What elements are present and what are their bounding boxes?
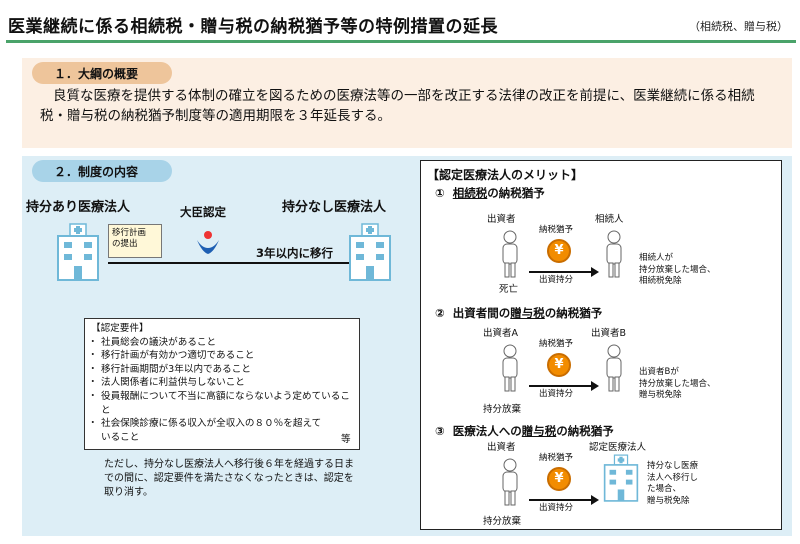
yen-coin-icon: ¥ <box>547 467 571 491</box>
section-outline-text: 良質な医療を提供する体制の確立を図るための医療法等の一部を改正する法律の改正を前… <box>40 88 755 124</box>
merit-3-coin-bottom: 出資持分 <box>539 503 574 513</box>
section-system: ２．制度の内容 持分あり医療法人 持分なし医療法人 大臣認定 移行計画 の提出 … <box>22 156 792 536</box>
merit-2-coin-top: 納税猶予 <box>539 339 574 349</box>
right-hospital-label: 持分なし医療法人 <box>282 200 387 215</box>
note-line: 贈与税免除 <box>639 390 682 400</box>
title-underline <box>6 40 796 43</box>
title-bar: 医業継続に係る相続税・贈与税の納税猶予等の特例措置の延長 （相続税、贈与税） <box>0 0 800 44</box>
note-line: 相続税免除 <box>639 276 682 286</box>
merit-2-right-person-label: 出資者B <box>591 328 627 339</box>
transition-period-text: 3年以内に移行 <box>256 246 334 260</box>
list-item: 役員報酬について不当に高額にならないよう定めていること <box>88 390 353 417</box>
merit-1-right-person-label: 相続人 <box>595 214 624 225</box>
merit-2-arrow-head <box>591 381 599 391</box>
merit-1-arrow <box>529 271 593 273</box>
note-line: 贈与税免除 <box>647 495 690 506</box>
note-line: 相続人が <box>639 253 674 263</box>
merit-2-left-person-label: 出資者A <box>483 328 518 339</box>
tax-type-tag: （相続税、贈与税） <box>689 20 788 33</box>
minister-label: 大臣認定 <box>180 205 226 219</box>
merit-item-underlined: 贈与税 <box>521 424 557 438</box>
merit-box: 【認定医療法人のメリット】 ① 相続税の納税猶予 出資者 相続人 納税猶予 ¥ … <box>420 160 782 530</box>
merit-title: 【認定医療法人のメリット】 <box>427 168 584 182</box>
requirements-title: 【認定要件】 <box>91 323 149 334</box>
merit-item-num: ③ <box>435 424 445 438</box>
note-line: た場合、 <box>647 484 682 494</box>
merit-1-left-person-label: 出資者 <box>487 214 516 225</box>
list-item: 法人関係者に利益供与しないこと <box>88 376 353 390</box>
section-outline: １．大綱の概要 良質な医療を提供する体制の確立を図るための医療法等の一部を改正す… <box>22 58 792 148</box>
merit-item-1-heading: ① 相続税の納税猶予 <box>435 185 545 201</box>
merit-item-underlined: 相続税 <box>452 186 488 200</box>
requirements-etc: 等 <box>341 434 351 445</box>
merit-2-note: 出資者Bが 持分放棄した場合、 贈与税免除 <box>639 367 716 402</box>
merit-3-right-person-label: 認定医療法人 <box>589 442 647 453</box>
transition-plan-document: 移行計画 の提出 <box>108 224 162 258</box>
page-title: 医業継続に係る相続税・贈与税の納税猶予等の特例措置の延長 <box>8 17 498 37</box>
note-line: 持分放棄した場合、 <box>639 264 716 275</box>
section-system-label: ２．制度の内容 <box>32 160 172 182</box>
note-line: 出資者Bが <box>639 367 679 377</box>
merit-1-coin-top: 納税猶予 <box>539 225 574 235</box>
merit-2-arrow <box>529 385 593 387</box>
merit-2-coin-bottom: 出資持分 <box>539 389 574 399</box>
requirements-list: 社員総会の議決があること 移行計画が有効かつ適切であること 移行計画期間が3年以… <box>88 336 353 445</box>
merit-item-rest: の納税猶予 <box>487 186 545 200</box>
left-hospital-label: 持分あり医療法人 <box>26 200 131 215</box>
list-item: 社員総会の議決があること <box>88 336 353 350</box>
merit-item-rest: の納税猶予 <box>544 306 603 320</box>
person-icon <box>606 230 622 278</box>
merit-item-prefix: 出資者間の <box>452 306 511 320</box>
hospital-icon <box>349 223 391 281</box>
merit-item-num: ① <box>435 186 445 200</box>
merit-3-left-bottom: 持分放棄 <box>483 516 522 527</box>
doc-line-1: 移行計画 <box>112 228 147 238</box>
note-line: 持分放棄した場合、 <box>639 378 716 389</box>
merit-item-3-heading: ③ 医療法人への贈与税の納税猶予 <box>435 423 614 439</box>
merit-1-arrow-head <box>591 267 599 277</box>
note-line: 法人へ移行し <box>647 472 699 483</box>
mhlw-logo-icon <box>197 231 219 254</box>
transition-arrow <box>108 262 354 264</box>
merit-1-left-bottom: 死亡 <box>499 284 519 295</box>
merit-1-coin-bottom: 出資持分 <box>539 275 574 285</box>
yen-coin-icon: ¥ <box>547 239 571 263</box>
merit-item-num: ② <box>435 306 445 320</box>
list-item: 移行計画が有効かつ適切であること <box>88 349 353 363</box>
merit-2-left-bottom: 持分放棄 <box>483 404 522 415</box>
person-icon <box>502 230 518 278</box>
merit-3-arrow <box>529 499 593 501</box>
yen-coin-icon: ¥ <box>547 353 571 377</box>
person-icon <box>606 344 622 392</box>
merit-1-note: 相続人が 持分放棄した場合、 相続税免除 <box>639 253 716 288</box>
hospital-icon <box>603 454 639 502</box>
list-item: 移行計画期間が3年以内であること <box>88 363 353 377</box>
merit-item-underlined: 贈与税 <box>510 306 545 320</box>
merit-3-arrow-head <box>591 495 599 505</box>
person-icon <box>502 458 518 506</box>
section-outline-label: １．大綱の概要 <box>32 62 172 84</box>
merit-3-coin-top: 納税猶予 <box>539 453 574 463</box>
merit-item-rest: の納税猶予 <box>556 424 614 438</box>
merit-3-note: 持分なし医療 法人へ移行し た場合、 贈与税免除 <box>647 461 698 507</box>
doc-line-2: の提出 <box>112 239 138 249</box>
revocation-note: ただし、持分なし医療法人へ移行後６年を経過する日までの間に、認定要件を満たさなく… <box>104 459 354 498</box>
requirements-box: 【認定要件】 社員総会の議決があること 移行計画が有効かつ適切であること 移行計… <box>84 318 360 450</box>
merit-item-prefix: 医療法人への <box>452 424 522 438</box>
note-line: 持分なし医療 <box>647 461 699 471</box>
hospital-icon <box>57 223 99 281</box>
person-icon <box>502 344 518 392</box>
merit-item-2-heading: ② 出資者間の贈与税の納税猶予 <box>435 305 602 321</box>
list-item: 社会保険診療に係る収入が全収入の８０％を超えていること <box>88 417 353 444</box>
merit-3-left-person-label: 出資者 <box>487 442 516 453</box>
